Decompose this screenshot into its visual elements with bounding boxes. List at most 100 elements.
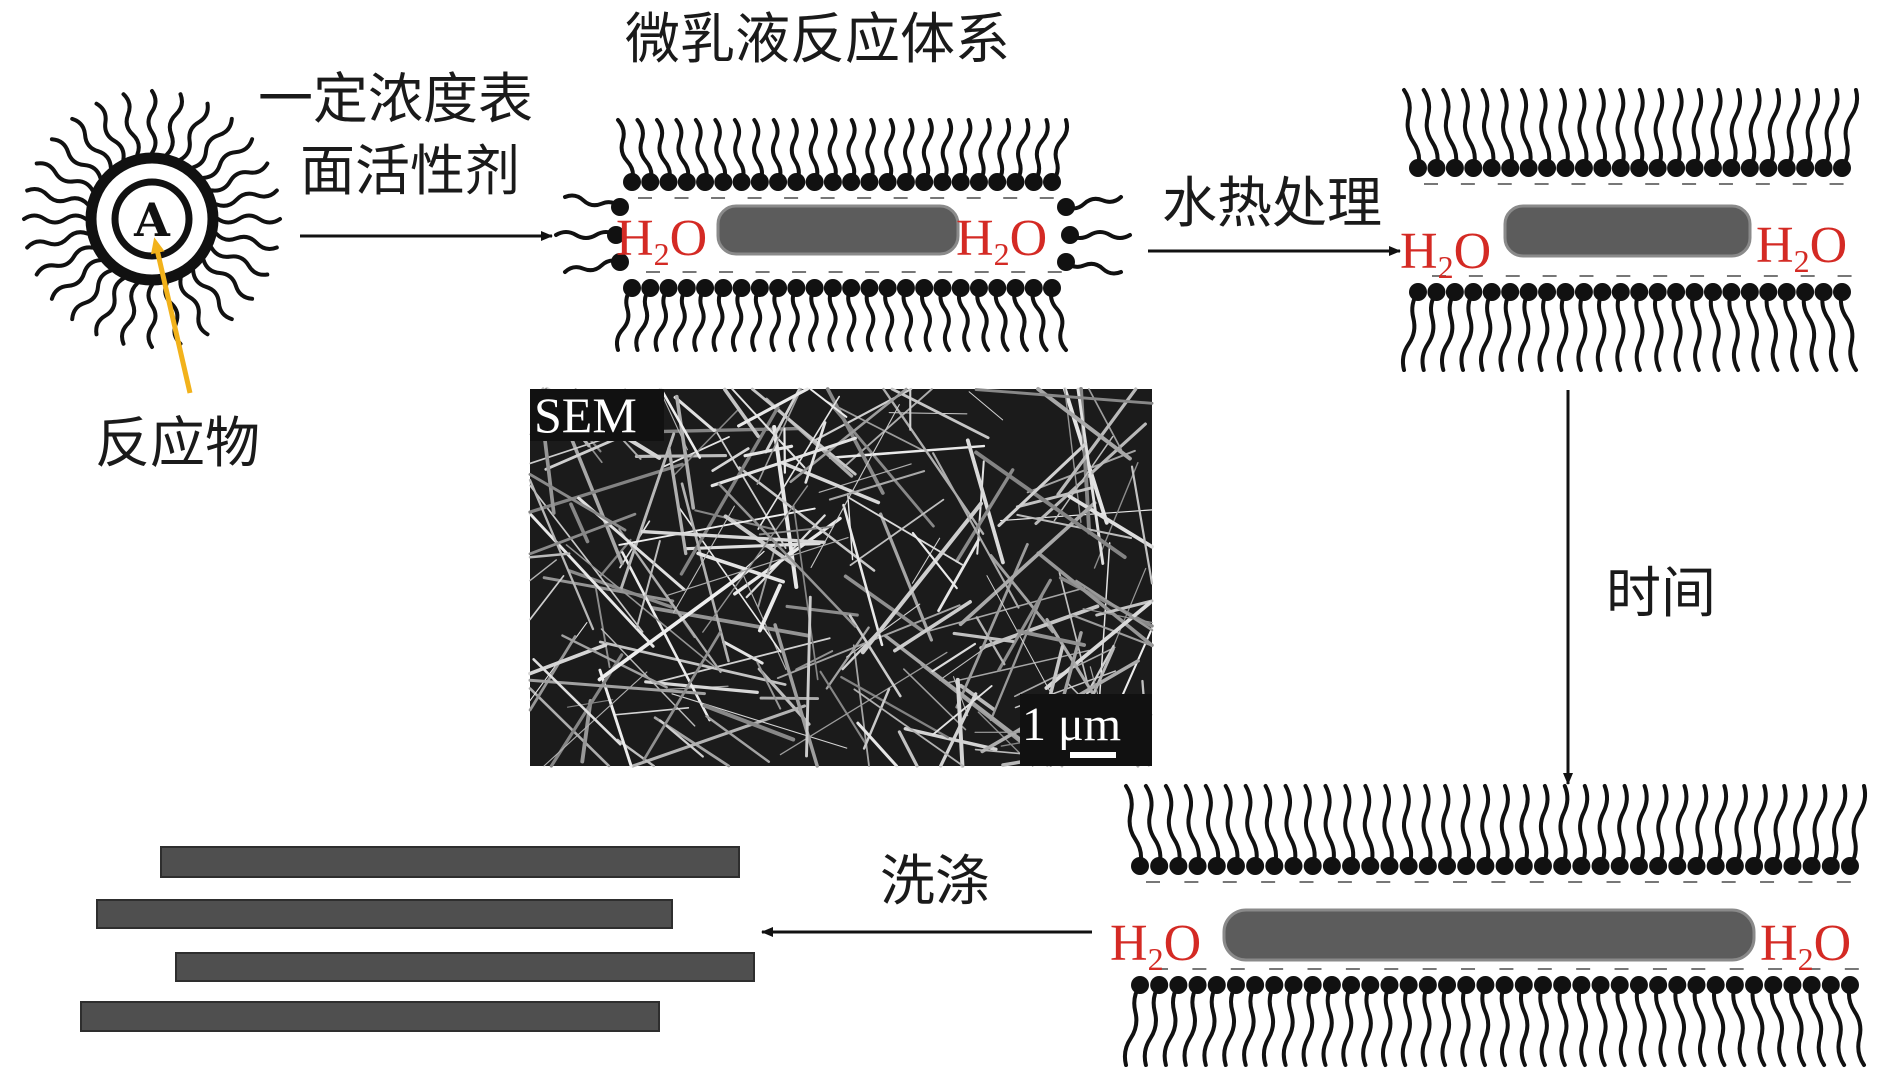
sem-nanowire	[529, 484, 644, 633]
surfactant-tail	[201, 258, 255, 301]
surfactant-tail	[25, 230, 90, 250]
surfactant-head	[1246, 857, 1265, 875]
sem-nanowire	[974, 388, 1154, 405]
surfactant-head	[823, 279, 842, 297]
sem-nanowire	[613, 707, 690, 716]
surfactant-tail	[1498, 290, 1513, 372]
surfactant-tail	[1827, 983, 1847, 1067]
surfactant-tail	[827, 286, 838, 352]
surfactant-tail	[1182, 983, 1200, 1067]
surfactant-tail	[920, 286, 932, 352]
sem-nanowire	[810, 404, 900, 569]
surfactant-head	[896, 279, 915, 297]
surfactant-head	[1759, 159, 1778, 177]
surfactant-tail	[25, 187, 90, 207]
surfactant-head	[1556, 283, 1575, 301]
surfactant-head	[1553, 857, 1572, 875]
sem-nanowire	[569, 502, 590, 544]
sem-nanowire	[710, 436, 857, 488]
surfactant-tail	[634, 286, 653, 352]
surfactant-tail	[1783, 290, 1799, 372]
surfactant-label-line2: 面活性剂	[300, 139, 520, 203]
surfactant-tail	[178, 276, 210, 337]
surfactant-head	[1802, 857, 1821, 875]
sem-nanowire	[1036, 551, 1154, 648]
surfactant-tail	[1731, 983, 1747, 1067]
surfactant-tail	[1499, 784, 1510, 868]
surfactant-tail	[940, 118, 954, 184]
sem-nanowire	[773, 623, 819, 768]
sem-nanowire	[528, 635, 577, 712]
surfactant-tail	[1801, 290, 1819, 372]
surfactant-tail	[1537, 290, 1550, 372]
surfactant-head	[915, 279, 934, 297]
surfactant-head	[1841, 976, 1859, 994]
surfactant-tail	[903, 118, 915, 184]
sem-nanowire	[939, 642, 993, 681]
surfactant-tail	[1615, 290, 1626, 372]
surfactant-head	[1703, 283, 1722, 301]
sem-nanowire	[974, 450, 1127, 560]
surfactant-head	[1495, 857, 1514, 875]
surfactant-head	[1740, 159, 1759, 177]
surfactant-head	[1303, 857, 1322, 875]
sem-nanowire	[968, 391, 1004, 421]
reactant-circle	[111, 178, 193, 260]
surfactant-head	[1519, 159, 1538, 177]
surfactant-head	[1572, 976, 1591, 994]
surfactant-tail	[1064, 195, 1123, 211]
surfactant-head	[1501, 283, 1520, 301]
surfactant-head	[1169, 976, 1188, 994]
surfactant-tail	[1597, 784, 1609, 868]
hydrothermal-label: 水热处理	[1162, 171, 1382, 235]
surfactant-head	[1610, 857, 1629, 875]
surfactant-head	[1593, 159, 1612, 177]
surfactant-tail	[191, 116, 234, 170]
surfactant-tail	[1499, 983, 1510, 1067]
reactant-label: 反应物	[95, 411, 260, 475]
surfactant-head	[1821, 976, 1840, 994]
sem-nanowire	[528, 478, 595, 631]
sem-nanowire	[976, 460, 985, 555]
surfactant-head	[659, 173, 678, 191]
surfactant-head	[1457, 857, 1476, 875]
surfactant-tail	[1784, 88, 1801, 170]
surfactant-head	[1725, 857, 1744, 875]
sem-nanowire	[561, 634, 668, 689]
sem-nanowire	[1000, 509, 1153, 522]
surfactant-head	[1322, 976, 1341, 994]
sem-nanowire	[860, 501, 984, 655]
surfactant-tail	[1400, 290, 1420, 372]
surfactant-tail	[1162, 983, 1181, 1067]
surfactant-tail	[1746, 290, 1760, 372]
surfactant-head	[878, 279, 897, 297]
surfactant-head	[1611, 159, 1630, 177]
surfactant-head	[1745, 857, 1764, 875]
sem-nanowire	[705, 715, 771, 763]
surfactant-head	[1150, 857, 1169, 875]
surfactant-tail	[1202, 983, 1219, 1067]
scale-bar	[1070, 752, 1116, 758]
surfactant-tail	[1124, 784, 1144, 868]
sem-nanowire	[958, 501, 1097, 627]
sem-nanowire	[888, 412, 968, 415]
sem-nanowire	[618, 507, 816, 546]
surfactant-head	[1648, 159, 1667, 177]
surfactant-head	[732, 279, 751, 297]
sem-nanowire	[640, 529, 826, 544]
surfactant-tail	[1460, 784, 1472, 868]
surfactant-tail	[1421, 88, 1440, 170]
surfactant-head	[677, 279, 696, 297]
sem-nanowire	[828, 470, 926, 501]
sem-nanowire	[965, 438, 1005, 565]
sem-nanowire	[931, 684, 993, 736]
surfactant-tail	[1809, 784, 1828, 868]
surfactant-head	[1380, 857, 1399, 875]
surfactant-tail	[1846, 983, 1866, 1067]
surfactant-head	[714, 279, 733, 297]
sem-nanowire	[1036, 387, 1132, 461]
surfactant-tail	[692, 286, 708, 352]
sem-nanowire	[598, 538, 632, 578]
surfactant-head	[1538, 283, 1557, 301]
sem-nanowire	[785, 604, 859, 617]
